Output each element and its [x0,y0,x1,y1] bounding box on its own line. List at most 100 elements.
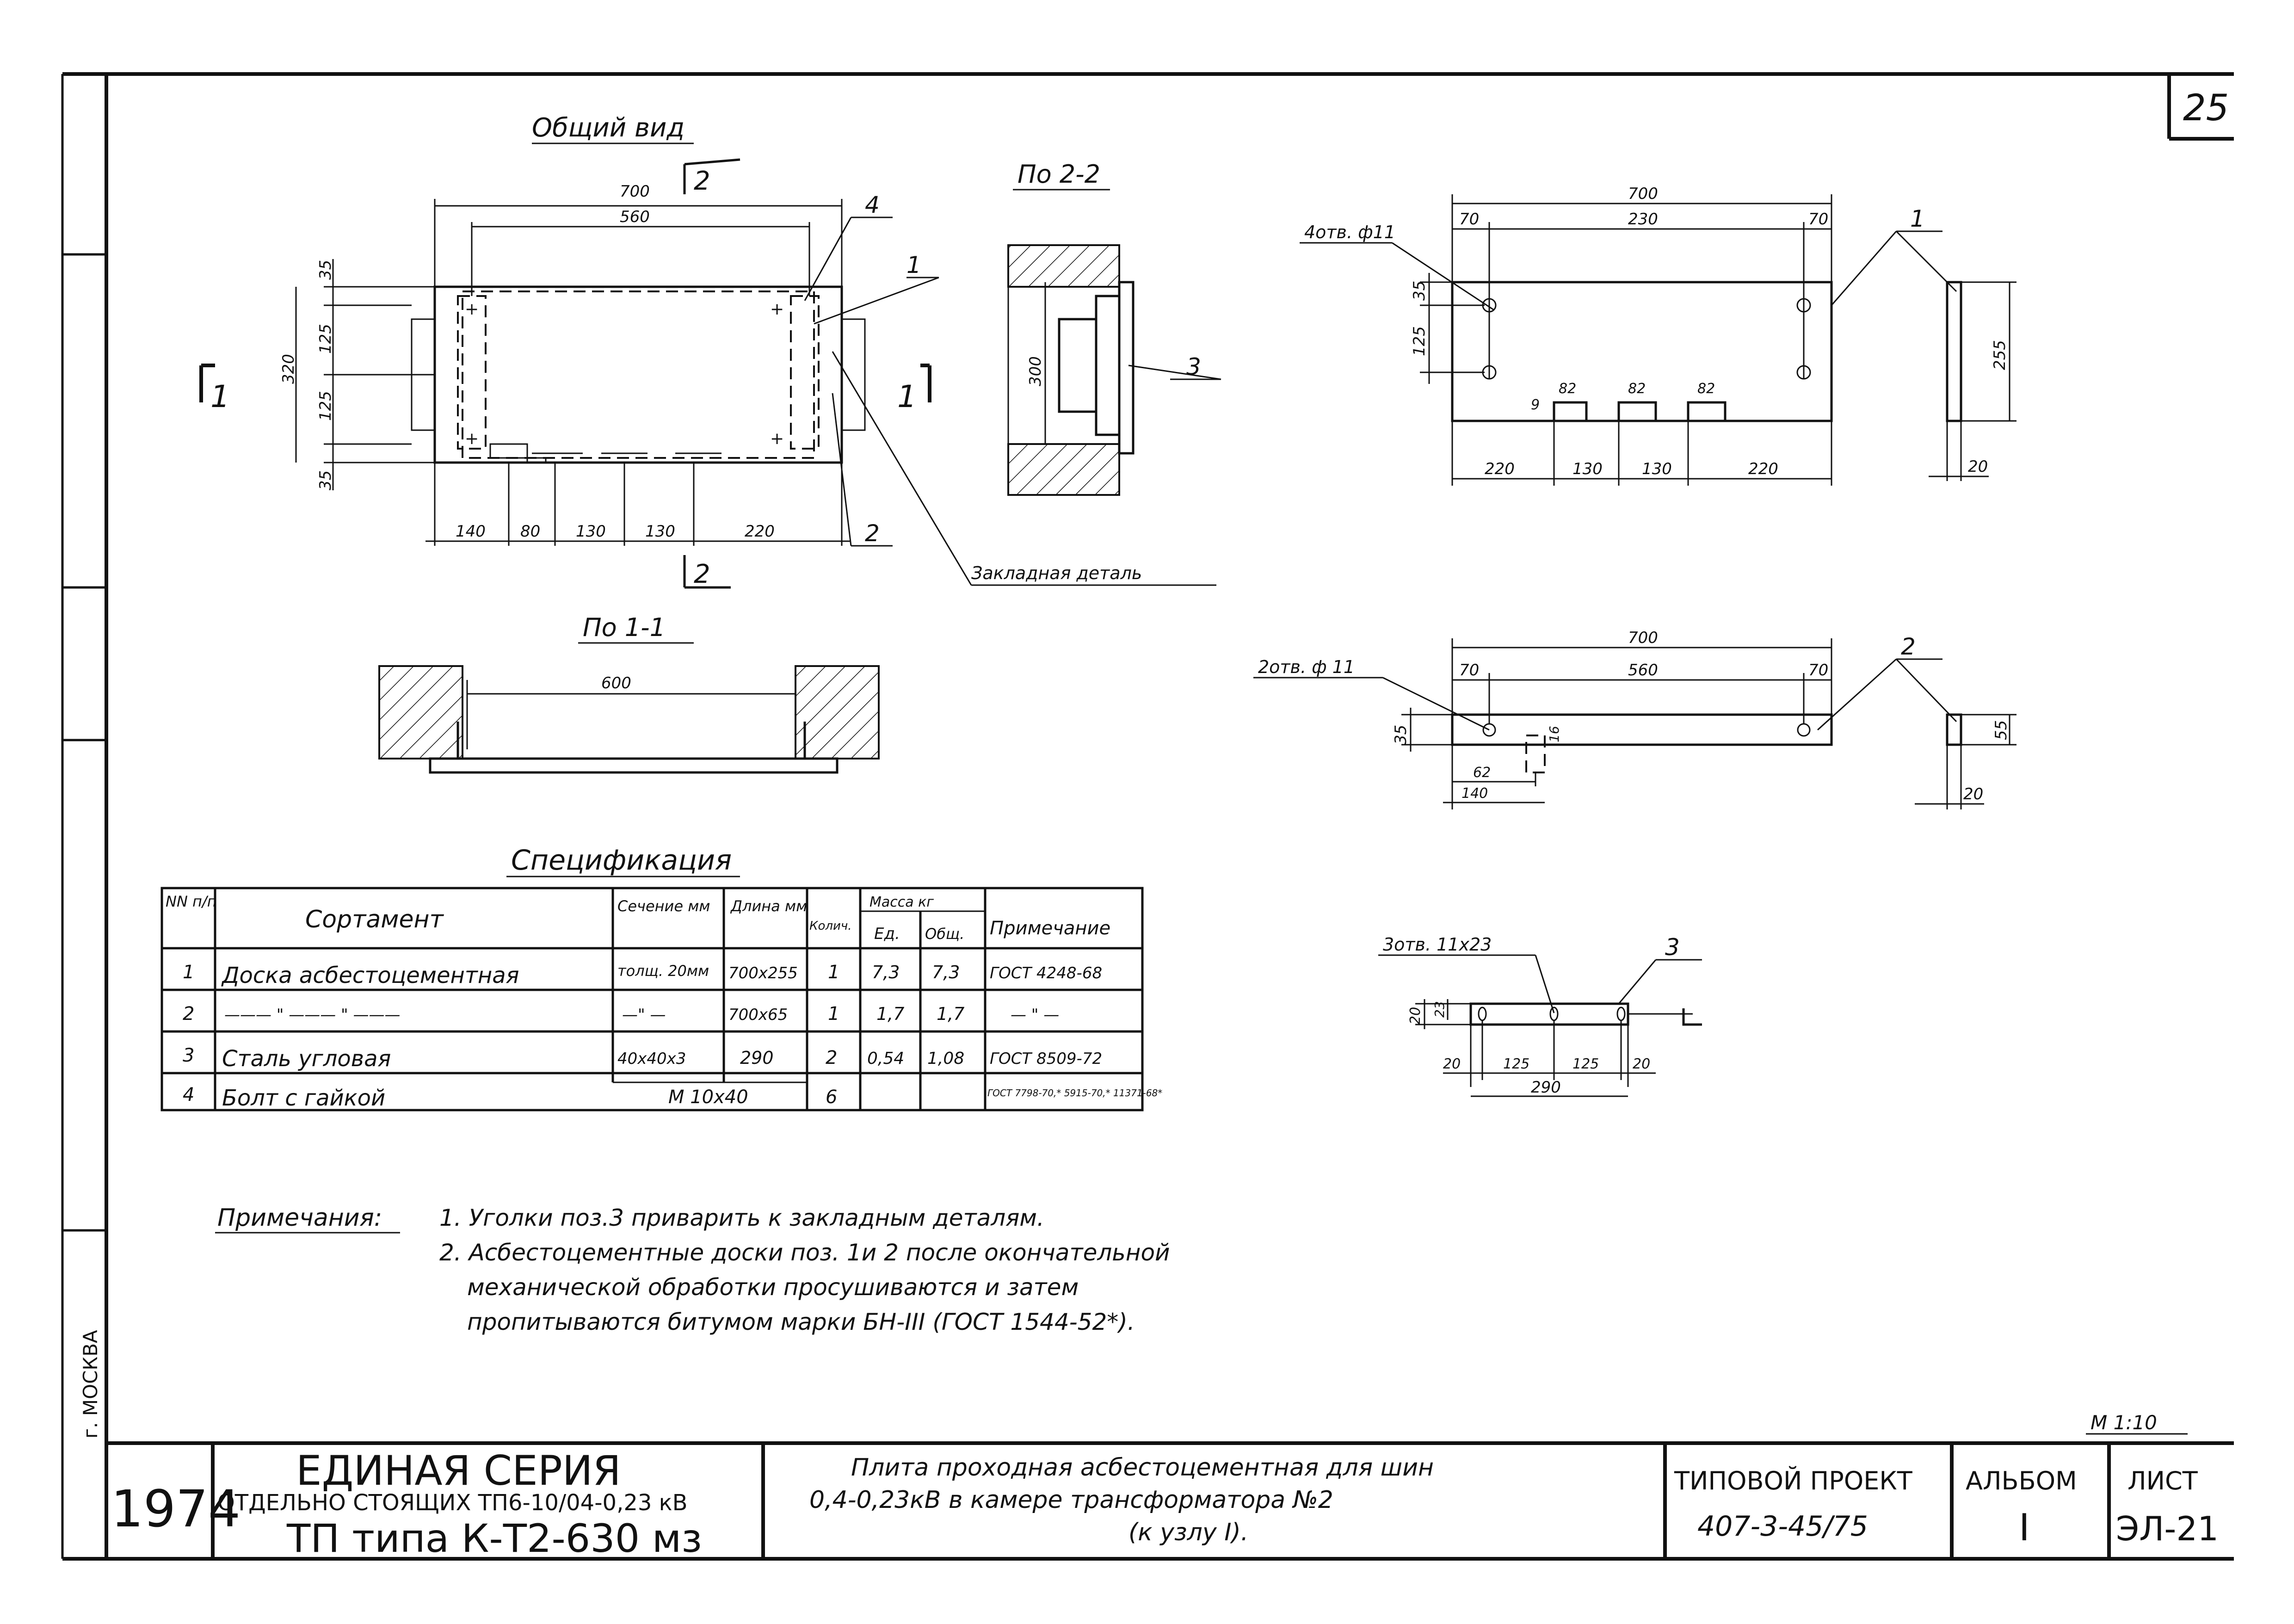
spec-row1-total: 7,3 [932,962,960,982]
title-year: 1974 [111,1479,240,1538]
part2-dim-70-right: 70 [1808,661,1828,679]
dim-left-125-bottom: 125 [316,391,335,421]
spec-row3-length: 290 [740,1048,774,1068]
general-view-title: Общий вид [532,113,684,143]
part1-dim-9: 9 [1531,397,1540,413]
general-view: Общий вид 2 700 560 + + + + [199,113,1216,589]
part2-dim-20: 20 [1963,785,1983,803]
spec-row2-name: ——— " ——— " ——— [224,1006,401,1024]
notes: Примечания: 1. Уголки поз.3 приварить к … [215,1204,1170,1335]
sheet-value: ЭЛ-21 [2116,1509,2219,1548]
section-1-1-view: По 1-1 600 [378,613,880,774]
part1-dim-220a: 220 [1485,460,1515,478]
spec-header-mass: Масса кг [870,894,934,910]
spec-header-length: Длина мм [730,897,807,915]
spec-title: Спецификация [511,844,732,877]
album-label: АЛЬБОМ [1966,1466,2077,1495]
part1-callout: 1 [1910,205,1925,232]
title-line-3: (к узлу I). [1128,1519,1248,1546]
part3-callout: 3 [1665,934,1680,961]
spec-row1-num: 1 [183,962,194,983]
dim-bottom-80: 80 [520,522,540,541]
spec-row3-section: 40х40х3 [617,1050,686,1068]
spec-row1-unit: 7,3 [872,962,900,982]
dim-700: 700 [620,182,650,201]
part3-dim-125b: 125 [1572,1056,1599,1072]
part1-dim-35: 35 [1410,281,1429,301]
part1-dim-125: 125 [1410,326,1429,356]
part2-holes: 2отв. ф 11 [1258,657,1355,677]
part1-dim-70-left: 70 [1459,210,1479,228]
part2-dim-16: 16 [1547,726,1562,742]
spec-header-note: Примечание [990,918,1110,939]
part1-dim-220b: 220 [1748,460,1778,478]
part1-dim-20: 20 [1968,457,1988,476]
section-1-1-title: По 1-1 [583,613,666,642]
part1-dim-130a: 130 [1572,460,1603,478]
callout-4: 4 [865,191,880,218]
part1-dim-82b: 82 [1628,381,1646,397]
spec-row3-unit: 0,54 [867,1049,904,1068]
scale-label: М 1:10 [2090,1411,2157,1434]
title-tp-type: ТП типа К-Т2-630 мз [286,1516,702,1561]
part3-dim-23: 23 [1432,1001,1447,1018]
part1-dim-230: 230 [1628,210,1658,228]
spec-header-mass-unit: Ед. [874,925,900,943]
dim-bottom-220: 220 [745,522,775,541]
part2-callout: 2 [1901,633,1916,660]
album-value: I [2019,1506,2030,1549]
dim-left-35-bottom: 35 [316,470,335,490]
section-2-marker-bottom: 2 [694,559,710,589]
sheet-frame [61,72,2234,1561]
note-line-3: механической обработки просушиваются и з… [467,1274,1079,1301]
dim-600: 600 [601,674,631,692]
part3-dim-20b: 20 [1633,1056,1650,1072]
part2-dim-55: 55 [1992,720,2010,740]
spec-header-section: Сечение мм [617,897,710,915]
spec-row3-name: Сталь угловая [222,1046,391,1072]
part1-dim-130b: 130 [1642,460,1672,478]
part2-dim-35: 35 [1392,725,1410,745]
title-series: ЕДИНАЯ СЕРИЯ [296,1447,621,1494]
notes-label: Примечания: [217,1204,382,1232]
spec-header-name: Сортамент [305,906,444,933]
dim-bottom-130a: 130 [576,522,606,541]
callout-1: 1 [906,252,921,278]
dim-300: 300 [1026,356,1045,386]
spec-row4-qty: 6 [826,1087,837,1108]
callout-3-section: 3 [1186,353,1201,380]
part2-dim-62: 62 [1473,765,1491,781]
svg-text:+: + [770,300,784,319]
spec-row3-note: ГОСТ 8509-72 [990,1050,1102,1068]
svg-text:+: + [465,429,479,448]
dim-bottom-140: 140 [456,522,486,541]
title-block: 1974 ЕДИНАЯ СЕРИЯ ОТДЕЛЬНО СТОЯЩИХ ТП6-1… [111,1443,2219,1561]
part1-dim-700: 700 [1628,185,1658,203]
dim-560: 560 [620,208,650,226]
part1-dim-82a: 82 [1559,381,1576,397]
spec-row2-num: 2 [183,1003,194,1025]
spec-row4-num: 4 [183,1084,194,1105]
callout-2: 2 [865,520,880,547]
part2-dim-700: 700 [1628,629,1658,647]
spec-row1-section: толщ. 20мм [617,962,709,980]
spec-row4-note: ГОСТ 7798-70,* 5915-70,* 11371-68* [987,1087,1162,1099]
spec-header-qty: Колич. [809,919,852,933]
spec-row2-section: —" — [622,1006,666,1024]
section-2-marker-top: 2 [694,166,710,196]
left-margin-city: г. МОСКВА [79,1330,102,1439]
note-line-4: пропитываются битумом марки БН-III (ГОСТ… [467,1309,1135,1335]
spec-row1-length: 700х255 [728,964,798,982]
spec-row2-total: 1,7 [937,1004,964,1024]
spec-row1-name: Доска асбестоцементная [221,963,519,988]
title-series-sub: ОТДЕЛЬНО СТОЯЩИХ ТП6-10/04-0,23 кВ [217,1490,688,1516]
part1-holes: 4отв. ф11 [1304,222,1395,242]
title-line-2: 0,4-0,23кВ в камере трансформатора №2 [809,1486,1333,1514]
spec-row2-length: 700х65 [728,1006,788,1024]
spec-row2-note: — " — [1011,1006,1059,1024]
part1-view: 700 70 230 70 4отв. ф11 35 125 9 82 82 8… [1300,185,2016,486]
spec-row3-qty: 2 [826,1047,837,1068]
spec-row3-num: 3 [183,1045,194,1066]
section-2-2-title: По 2-2 [1018,160,1100,189]
spec-header-num: NN п/п [166,893,217,910]
